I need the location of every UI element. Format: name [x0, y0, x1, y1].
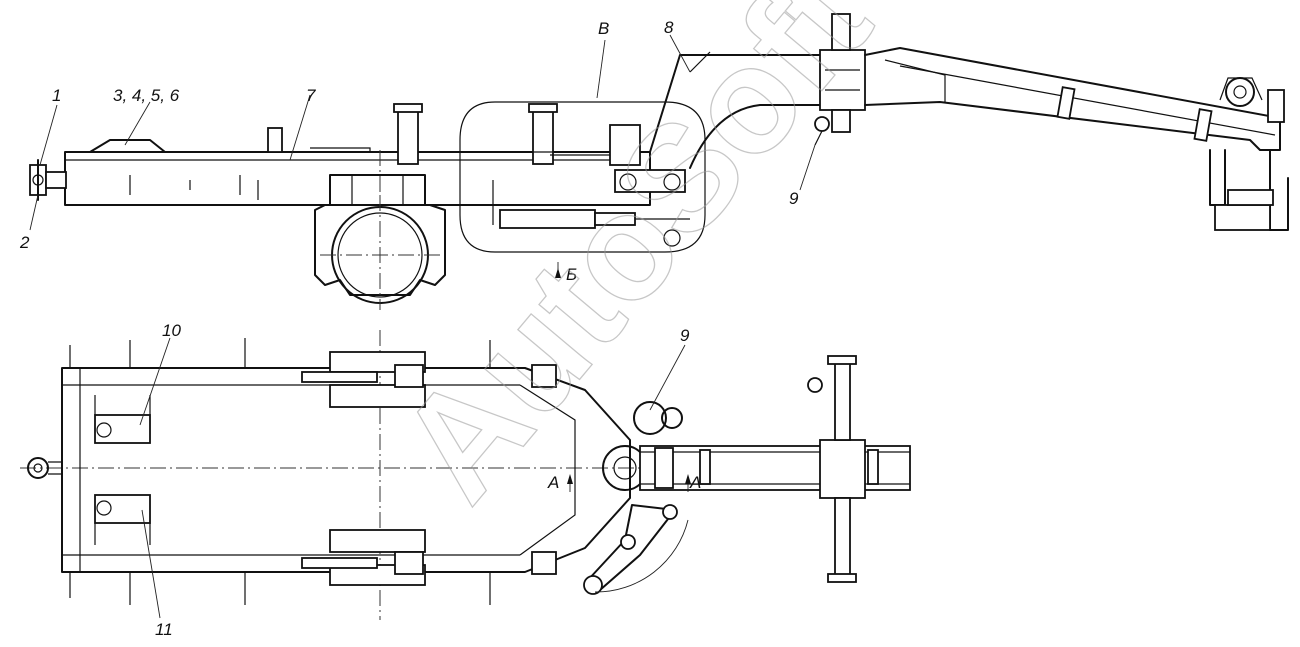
central-pivot: [602, 401, 683, 491]
callout-1: 1: [52, 86, 61, 105]
bracket-10: [94, 395, 151, 444]
rear-arm: [864, 47, 1289, 231]
view-label-b: Б: [566, 265, 577, 284]
callout-3-4-5-6: 3, 4, 5, 6: [113, 86, 180, 105]
rear-axle: [807, 355, 857, 583]
rear-crossmember: [819, 13, 866, 133]
side-view: [29, 13, 1289, 310]
callout-7: 7: [306, 86, 316, 105]
section-label-a-right: А: [689, 473, 701, 492]
callout-11: 11: [155, 620, 173, 639]
detail-view-v-outline: [459, 101, 706, 253]
callout-8: 8: [664, 18, 674, 37]
leader-lines-side: [29, 34, 816, 275]
front-hitch: [29, 159, 67, 201]
swing-arm: [583, 504, 689, 595]
top-view: [20, 330, 911, 620]
gooseneck: [649, 51, 826, 169]
callout-2: 2: [19, 233, 30, 252]
callout-9-top: 9: [680, 326, 690, 345]
callout-9-side: 9: [789, 189, 799, 208]
callout-10: 10: [162, 321, 181, 340]
view-label-v: В: [598, 19, 609, 38]
suspension-bracket: [314, 174, 446, 310]
bracket-11: [94, 494, 151, 545]
section-label-a-left: А: [547, 473, 559, 492]
